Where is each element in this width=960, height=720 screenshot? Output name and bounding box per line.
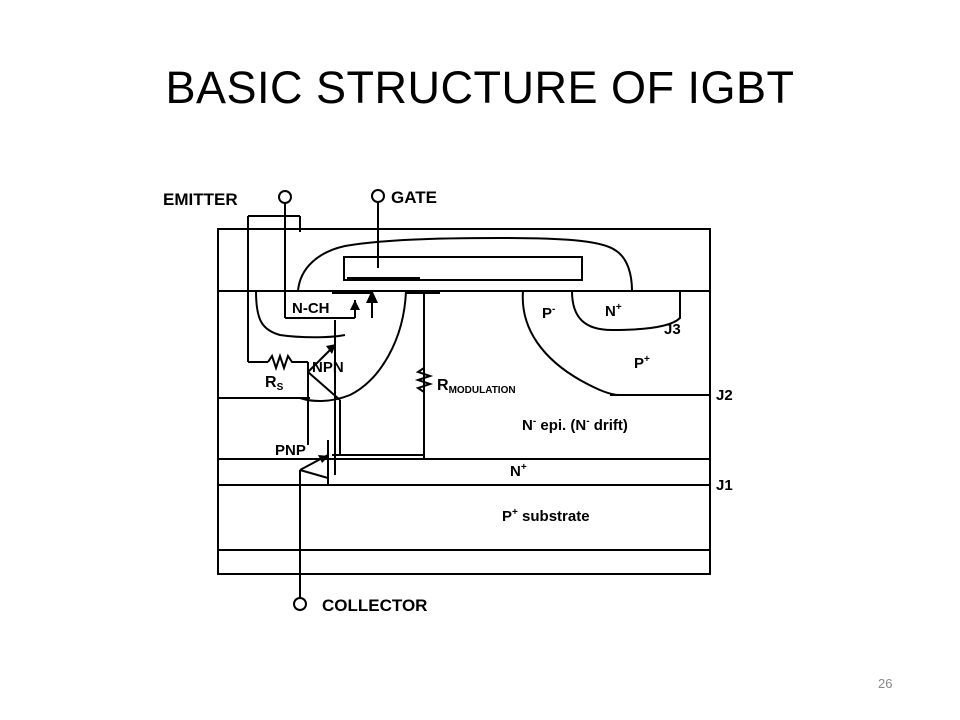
j1-label: J1 <box>716 477 733 494</box>
rmodulation-resistor <box>414 367 434 393</box>
collector-label: COLLECTOR <box>322 596 427 615</box>
rs-label: RS <box>265 374 284 393</box>
j3-label: J3 <box>664 321 681 338</box>
p-substrate-label: P+ substrate <box>502 507 590 525</box>
emitter-terminal <box>278 190 292 204</box>
rs-resistor <box>267 352 308 372</box>
pnp-label: PNP <box>275 442 306 459</box>
gate-terminal <box>371 189 385 203</box>
collector-terminal <box>293 597 307 611</box>
n-plus-top-label: N+ <box>605 302 622 320</box>
emitter-label: EMITTER <box>163 190 238 209</box>
j2-label: J2 <box>716 387 733 404</box>
n-ch-label: N-CH <box>292 300 330 317</box>
p-plus-label: P+ <box>634 354 650 372</box>
n-plus-buffer-label: N+ <box>510 462 527 480</box>
right-n-plus <box>571 290 681 332</box>
gate-oxide-dome <box>297 236 633 292</box>
pnp-arrow <box>318 455 329 463</box>
emitter-arrow <box>350 300 360 310</box>
gate-electrode <box>343 256 583 281</box>
gate-label: GATE <box>391 188 437 207</box>
p-minus-label: P- <box>542 304 555 322</box>
npn-label: NPN <box>312 359 344 376</box>
rmodulation-label: RMODULATION <box>437 377 516 396</box>
right-p-body <box>521 290 621 396</box>
n-epi-label: N- epi. (N- drift) <box>522 416 628 434</box>
left-p-well <box>255 290 346 339</box>
slide-page-number: 26 <box>878 676 893 691</box>
slide-title: BASIC STRUCTURE OF IGBT <box>165 62 795 113</box>
device-outline <box>217 228 711 575</box>
gate-arrow <box>366 290 378 303</box>
npn-arrow <box>326 344 336 354</box>
left-p-body <box>299 290 407 402</box>
